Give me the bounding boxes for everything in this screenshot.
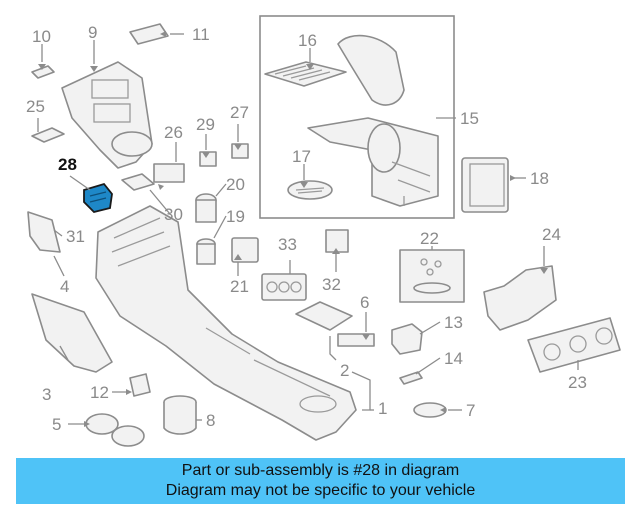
callout-20: 20: [226, 175, 245, 194]
callout-22: 22: [420, 229, 439, 248]
leader-lines: [37, 33, 579, 425]
part-31-bracket: [27, 211, 61, 253]
callout-9: 9: [88, 23, 97, 42]
callout-8: 8: [206, 411, 215, 430]
callout-14: 14: [444, 349, 463, 368]
callout-28: 28: [58, 155, 77, 174]
part-12-clip: [129, 373, 151, 397]
part-20-outlet: [195, 193, 217, 223]
callout-19: 19: [226, 207, 245, 226]
callout-10: 10: [32, 27, 51, 46]
callout-1: 1: [378, 399, 387, 418]
part-15-armrest: [307, 34, 439, 207]
leader-arrows: [38, 31, 548, 427]
part-32-switch: [325, 229, 349, 253]
part-22-mat: [399, 249, 465, 303]
callout-25: 25: [26, 97, 45, 116]
callout-16: 16: [298, 31, 317, 50]
part-8-cup-holder: [163, 395, 197, 435]
callout-23: 23: [568, 373, 587, 392]
part-14-clip: [399, 371, 423, 385]
callout-30: 30: [164, 205, 183, 224]
part-1-center-console: [95, 205, 357, 441]
part-18-panel: [461, 157, 509, 213]
callout-7: 7: [466, 401, 475, 420]
callout-6: 6: [360, 293, 369, 312]
callout-13: 13: [444, 313, 463, 332]
callout-31: 31: [66, 227, 85, 246]
part-19-outlet: [196, 238, 216, 265]
part-13-bracket: [391, 323, 423, 355]
callout-24: 24: [542, 225, 561, 244]
callout-15: 15: [460, 109, 479, 128]
info-banner: Part or sub-assembly is #28 in diagram D…: [16, 458, 625, 504]
callout-2: 2: [340, 361, 349, 380]
part-30-socket: [121, 173, 155, 191]
callout-32: 32: [322, 275, 341, 294]
part-2-liner: [295, 301, 353, 331]
part-28-highlighted: [83, 182, 113, 213]
callout-21: 21: [230, 277, 249, 296]
part-25-bracket: [31, 127, 65, 143]
callout-18: 18: [530, 169, 549, 188]
parts-diagram: 10 9 11 25 26 29 27 28 16 17 15 18 20 30…: [26, 15, 621, 447]
armrest-inset-frame: [259, 15, 455, 219]
callout-4: 4: [60, 277, 69, 296]
callout-5: 5: [52, 415, 61, 434]
callout-29: 29: [196, 115, 215, 134]
callout-27: 27: [230, 103, 249, 122]
part-16-armrest-mat: [264, 61, 347, 87]
part-5-mats: [85, 413, 145, 447]
part-24-bracket: [483, 265, 557, 331]
part-33-bezel: [261, 273, 307, 301]
banner-line-1: Part or sub-assembly is #28 in diagram: [181, 462, 460, 479]
callout-26: 26: [164, 123, 183, 142]
part-3-side-panel: [31, 293, 113, 373]
part-9-center-bezel: [61, 61, 153, 169]
part-17-insert: [287, 180, 333, 200]
callout-12: 12: [90, 383, 109, 402]
part-26-switch: [153, 163, 185, 183]
part-11-trim: [129, 23, 169, 45]
callout-3: 3: [42, 385, 51, 404]
banner-line-2: Diagram may not be specific to your vehi…: [165, 482, 476, 499]
callout-33: 33: [278, 235, 297, 254]
part-23-climate-control: [527, 317, 621, 373]
callout-17: 17: [292, 147, 311, 166]
callout-11: 11: [192, 25, 210, 44]
